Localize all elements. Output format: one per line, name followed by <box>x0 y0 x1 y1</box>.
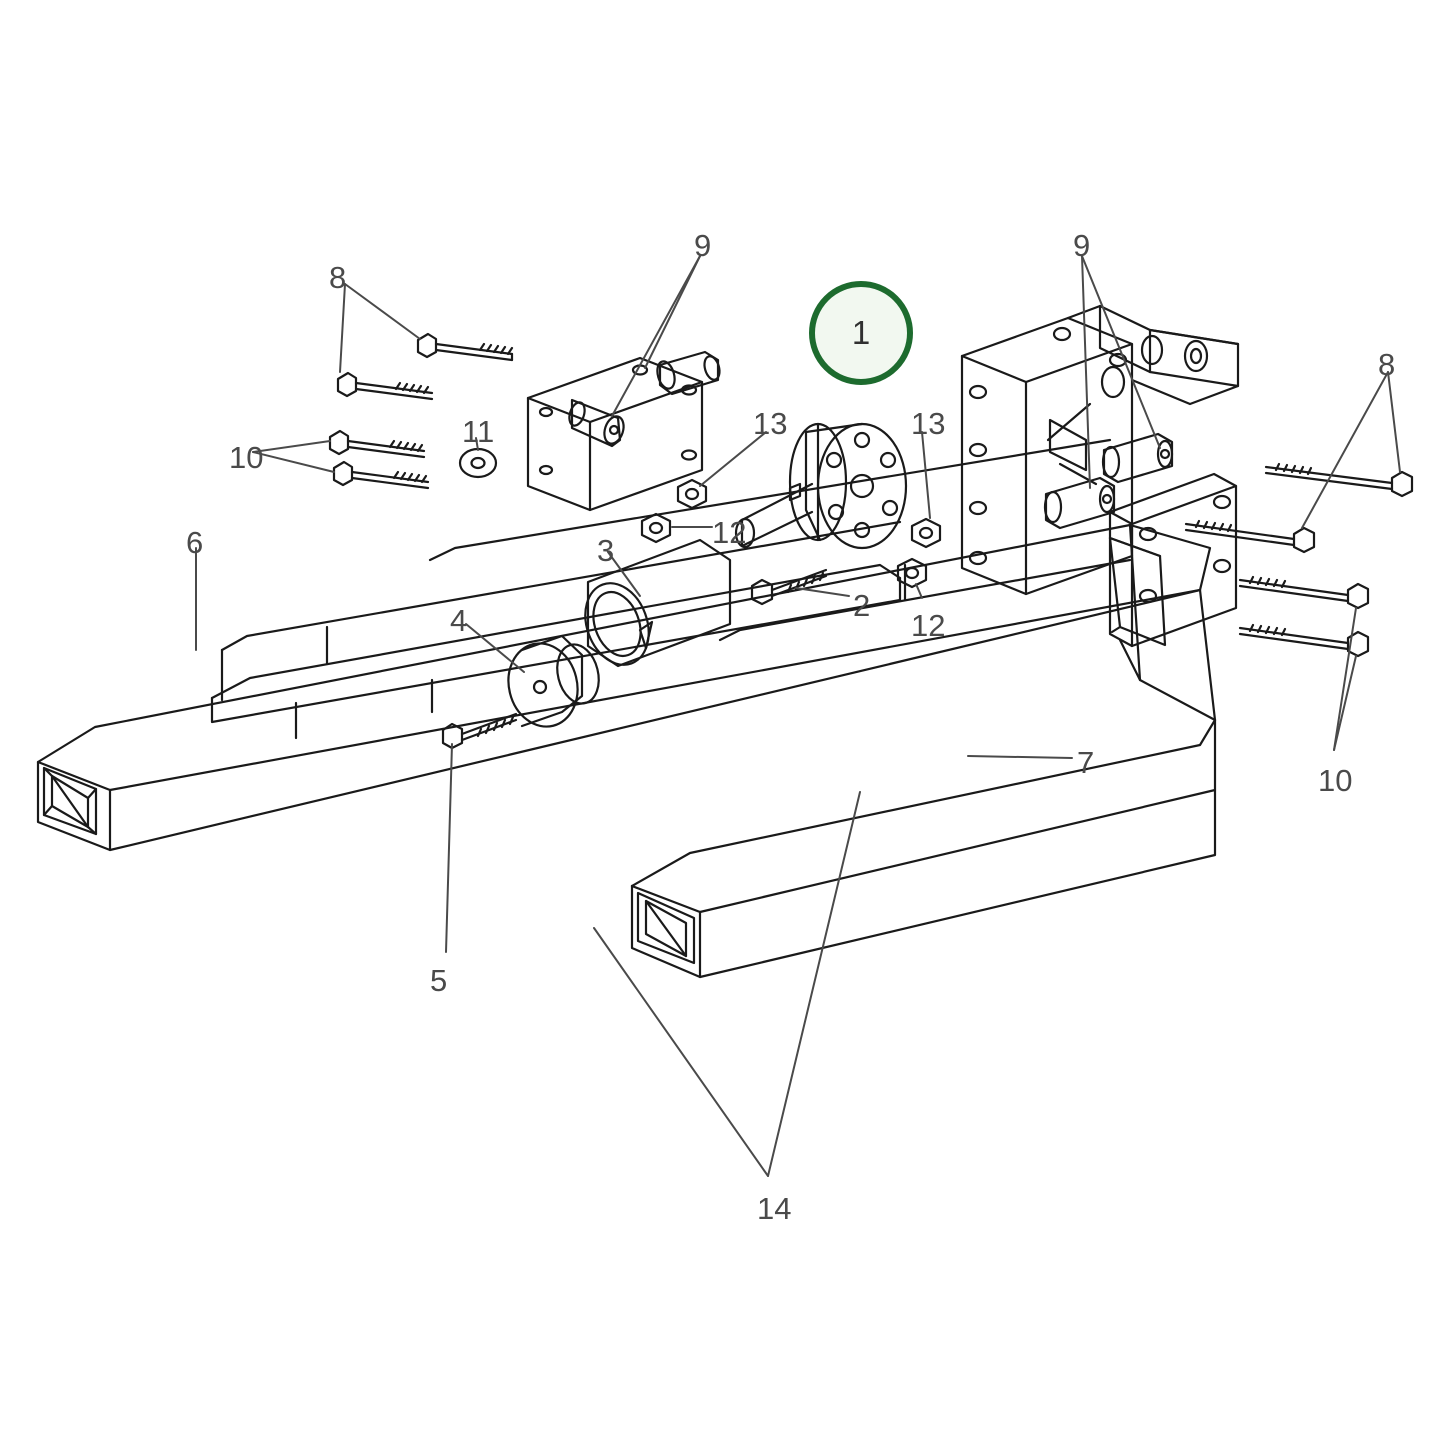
callout-label-13-right: 13 <box>911 406 946 441</box>
callout-label-9-left: 9 <box>694 228 712 263</box>
hex-nut-left-a <box>676 478 708 510</box>
callout-label-5: 5 <box>430 963 448 998</box>
callout-label-4: 4 <box>450 603 468 638</box>
threaded-bolt-right-lower <box>1238 623 1370 658</box>
hex-bolt-under-hub <box>750 568 828 606</box>
right-small-bracket <box>1108 472 1238 648</box>
threaded-bolt-left-upper <box>328 429 426 459</box>
threaded-bolt-left-lower <box>332 460 430 490</box>
bushing-tube-left-lower <box>568 398 625 448</box>
lock-nut-right <box>896 557 928 589</box>
threaded-bolt-right-upper <box>1238 575 1370 610</box>
long-hex-bolt-right-mid <box>1184 519 1316 554</box>
callout-label-7: 7 <box>1077 745 1095 780</box>
callout-label-2: 2 <box>853 588 871 623</box>
wheel-hub-flange <box>734 422 908 550</box>
cap-screw <box>441 712 518 750</box>
hex-nut-right-a <box>910 517 942 549</box>
bushing-tube-right-lower <box>1043 476 1116 530</box>
highlighted-part-number: 1 <box>851 314 871 351</box>
long-hex-bolt-right-upper <box>1264 462 1414 498</box>
bushing-tube-left-upper <box>656 350 721 396</box>
callout-label-8-left: 8 <box>329 260 347 295</box>
lock-nut-left <box>640 512 672 544</box>
end-cap-disc <box>507 634 600 728</box>
callout-label-13-left: 13 <box>753 406 788 441</box>
flat-washer <box>458 447 498 479</box>
callout-label-12-right: 12 <box>911 608 946 643</box>
bushing-tube-right-upper <box>1101 432 1174 484</box>
frame-weldment <box>36 438 1217 979</box>
callout-label-9-right: 9 <box>1073 228 1091 263</box>
callout-label-10-right: 10 <box>1318 763 1353 798</box>
spacer-sleeve <box>584 538 732 668</box>
callout-label-12-left: 12 <box>712 515 747 550</box>
long-hex-bolt-left-upper <box>416 332 514 362</box>
long-hex-bolt-left-mid <box>336 371 434 401</box>
callout-label-11: 11 <box>462 414 495 449</box>
callout-label-14: 14 <box>757 1191 792 1226</box>
leader-lines <box>195 255 1401 1177</box>
callout-label-3: 3 <box>597 533 615 568</box>
callout-label-10-left: 10 <box>229 440 264 475</box>
highlighted-part-badge[interactable]: 1 <box>809 281 913 385</box>
callout-label-6: 6 <box>186 525 204 560</box>
callout-label-8-right: 8 <box>1378 347 1396 382</box>
